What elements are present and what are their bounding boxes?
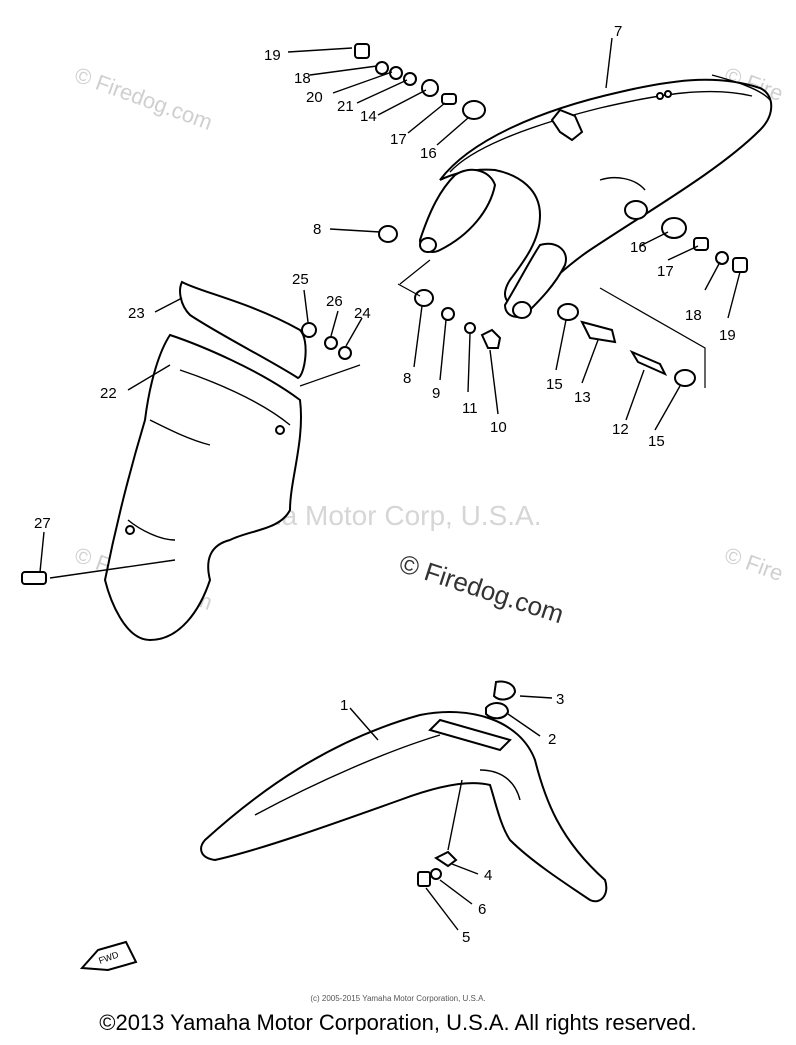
callout-19-upper: 19 <box>264 47 281 64</box>
callout-17-right: 17 <box>657 263 674 280</box>
footer-copyright: ©2013 Yamaha Motor Corporation, U.S.A. A… <box>99 1010 697 1035</box>
callout-24: 24 <box>354 305 371 322</box>
callout-5: 5 <box>462 929 470 946</box>
callout-8-upper: 8 <box>313 221 321 238</box>
callout-numbers: 1 2 3 4 5 6 7 8 8 9 10 11 12 13 14 15 15… <box>34 23 736 946</box>
callout-14: 14 <box>360 108 377 125</box>
callout-16-right: 16 <box>630 239 647 256</box>
callout-19-right: 19 <box>719 327 736 344</box>
callout-3: 3 <box>556 691 564 708</box>
rear-mudguard <box>21 280 352 642</box>
callout-18-right: 18 <box>685 307 702 324</box>
callout-13: 13 <box>574 389 591 406</box>
callout-15-right: 15 <box>648 433 665 450</box>
callout-25: 25 <box>292 271 309 288</box>
callout-9: 9 <box>432 385 440 402</box>
callout-2: 2 <box>548 731 556 748</box>
callout-22: 22 <box>100 385 117 402</box>
callout-17-upper: 17 <box>390 131 407 148</box>
front-fender <box>200 680 608 903</box>
callout-10: 10 <box>490 419 507 436</box>
callout-20: 20 <box>306 89 323 106</box>
callout-16-upper: 16 <box>420 145 437 162</box>
callout-1: 1 <box>340 697 348 714</box>
small-copyright: (c) 2005-2015 Yamaha Motor Corporation, … <box>310 994 486 1003</box>
rear-fender <box>418 74 773 319</box>
callout-4: 4 <box>484 867 492 884</box>
callout-23: 23 <box>128 305 145 322</box>
callout-7: 7 <box>614 23 622 40</box>
callout-6: 6 <box>478 901 486 918</box>
rear-fender-mount-hardware <box>354 43 748 387</box>
callout-21: 21 <box>337 98 354 115</box>
callout-26: 26 <box>326 293 343 310</box>
callout-8-lower: 8 <box>403 370 411 387</box>
callout-18-upper: 18 <box>294 70 311 87</box>
callout-27: 27 <box>34 515 51 532</box>
callout-11: 11 <box>462 400 478 417</box>
callout-15-left: 15 <box>546 376 563 393</box>
callout-12: 12 <box>612 421 629 438</box>
leader-lines <box>39 37 741 931</box>
forward-arrow: FWD <box>79 940 138 972</box>
